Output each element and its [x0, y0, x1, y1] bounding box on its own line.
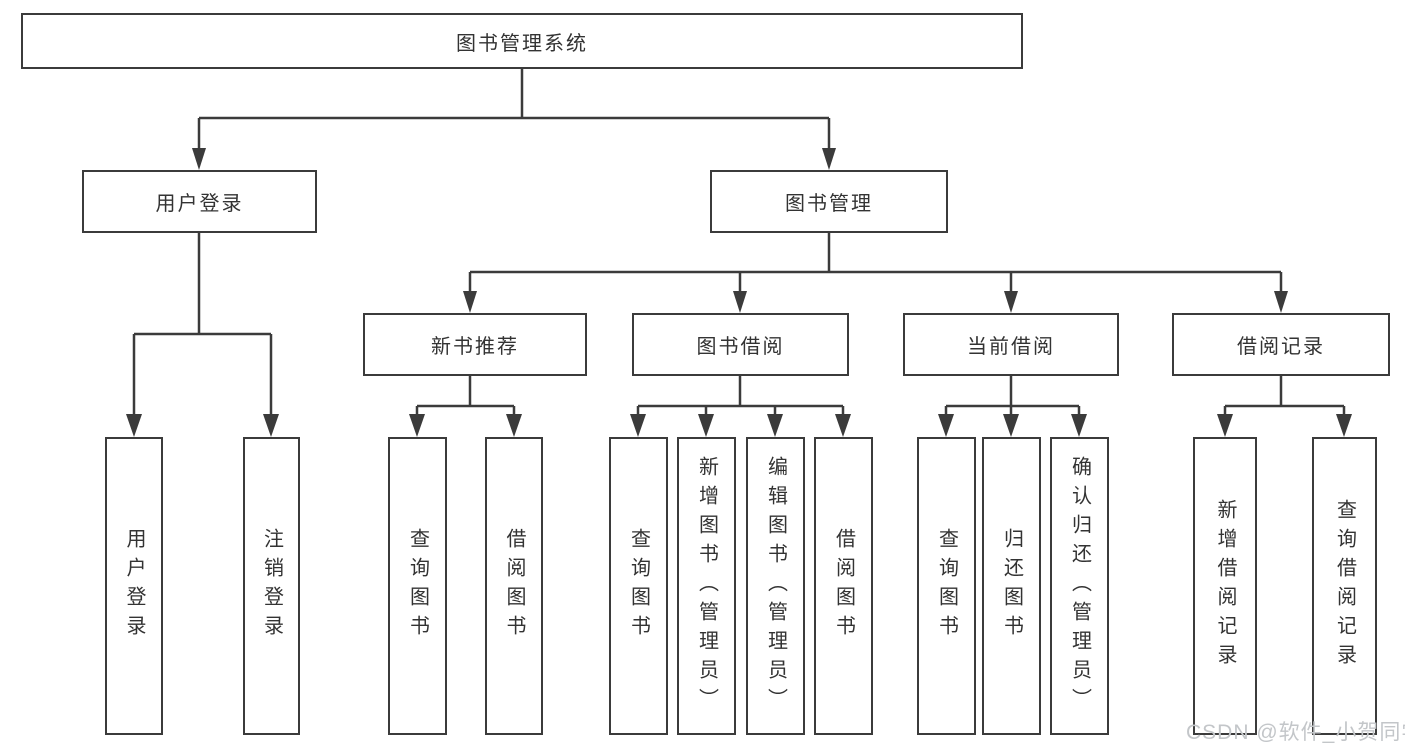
node-label: 借阅记录 — [1237, 336, 1325, 358]
leaf-add-borrow-record: 新增借阅记录 — [1193, 437, 1257, 735]
arrow-down-icon — [192, 148, 206, 170]
leaf-query-borrow-record: 查询借阅记录 — [1312, 437, 1377, 735]
node-book-borrowing: 图书借阅 — [632, 313, 849, 376]
arrow-down-icon — [506, 414, 522, 437]
leaf-borrow-books-recommend: 借阅图书 — [485, 437, 543, 735]
arrow-down-icon — [1004, 291, 1018, 313]
node-label: 用户登录 — [155, 193, 244, 215]
arrowheads — [126, 148, 1352, 437]
node-book-management: 图书管理 — [710, 170, 948, 233]
arrow-down-icon — [263, 414, 279, 437]
leaf-label: 查询借阅记录 — [1333, 499, 1356, 673]
node-current-borrowing: 当前借阅 — [903, 313, 1119, 376]
leaf-label: 查询图书 — [935, 528, 958, 644]
leaf-borrow-books-borrowing: 借阅图书 — [814, 437, 873, 735]
leaf-query-books-borrowing: 查询图书 — [609, 437, 668, 735]
leaf-label: 用户登录 — [123, 528, 145, 644]
node-new-book-recommend: 新书推荐 — [363, 313, 587, 376]
leaf-query-books-current: 查询图书 — [917, 437, 976, 735]
leaf-label: 编辑图书（管理员） — [764, 455, 787, 717]
node-library-management-system: 图书管理系统 — [21, 13, 1023, 69]
arrow-down-icon — [698, 414, 714, 437]
arrow-down-icon — [767, 414, 783, 437]
edge-lines — [132, 69, 1346, 417]
leaf-return-book: 归还图书 — [982, 437, 1041, 735]
arrow-down-icon — [126, 414, 142, 437]
arrow-down-icon — [938, 414, 954, 437]
node-label: 图书管理系统 — [456, 32, 588, 55]
arrow-down-icon — [835, 414, 851, 437]
leaf-label: 新增图书（管理员） — [695, 455, 718, 717]
leaf-label: 借阅图书 — [503, 528, 525, 644]
arrow-down-icon — [822, 148, 836, 170]
arrow-down-icon — [1274, 291, 1288, 313]
arrow-down-icon — [1071, 414, 1087, 437]
arrow-down-icon — [733, 291, 747, 313]
node-borrowing-records: 借阅记录 — [1172, 313, 1390, 376]
leaf-label: 查询图书 — [627, 528, 650, 644]
node-user-login: 用户登录 — [82, 170, 317, 233]
leaf-label: 新增借阅记录 — [1214, 499, 1236, 673]
leaf-confirm-return-admin: 确认归还（管理员） — [1050, 437, 1109, 735]
leaf-label: 查询图书 — [406, 528, 429, 644]
node-label: 图书借阅 — [696, 336, 785, 358]
leaf-logout: 注销登录 — [243, 437, 300, 735]
leaf-add-book-admin: 新增图书（管理员） — [677, 437, 736, 735]
leaf-edit-book-admin: 编辑图书（管理员） — [746, 437, 805, 735]
leaf-user-login: 用户登录 — [105, 437, 163, 735]
leaf-label: 注销登录 — [260, 528, 283, 644]
node-label: 新书推荐 — [431, 336, 519, 358]
leaf-label: 确认归还（管理员） — [1068, 455, 1091, 717]
leaf-label: 归还图书 — [1000, 528, 1023, 644]
arrow-down-icon — [1217, 414, 1233, 437]
arrow-down-icon — [1336, 414, 1352, 437]
leaf-query-books-recommend: 查询图书 — [388, 437, 447, 735]
arrow-down-icon — [409, 414, 425, 437]
leaf-label: 借阅图书 — [832, 528, 855, 644]
csdn-watermark: CSDN @软件_小贺同学 — [1186, 721, 1405, 744]
arrow-down-icon — [630, 414, 646, 437]
node-label: 当前借阅 — [967, 336, 1055, 358]
node-label: 图书管理 — [785, 193, 873, 215]
arrow-down-icon — [463, 291, 477, 313]
arrow-down-icon — [1003, 414, 1019, 437]
